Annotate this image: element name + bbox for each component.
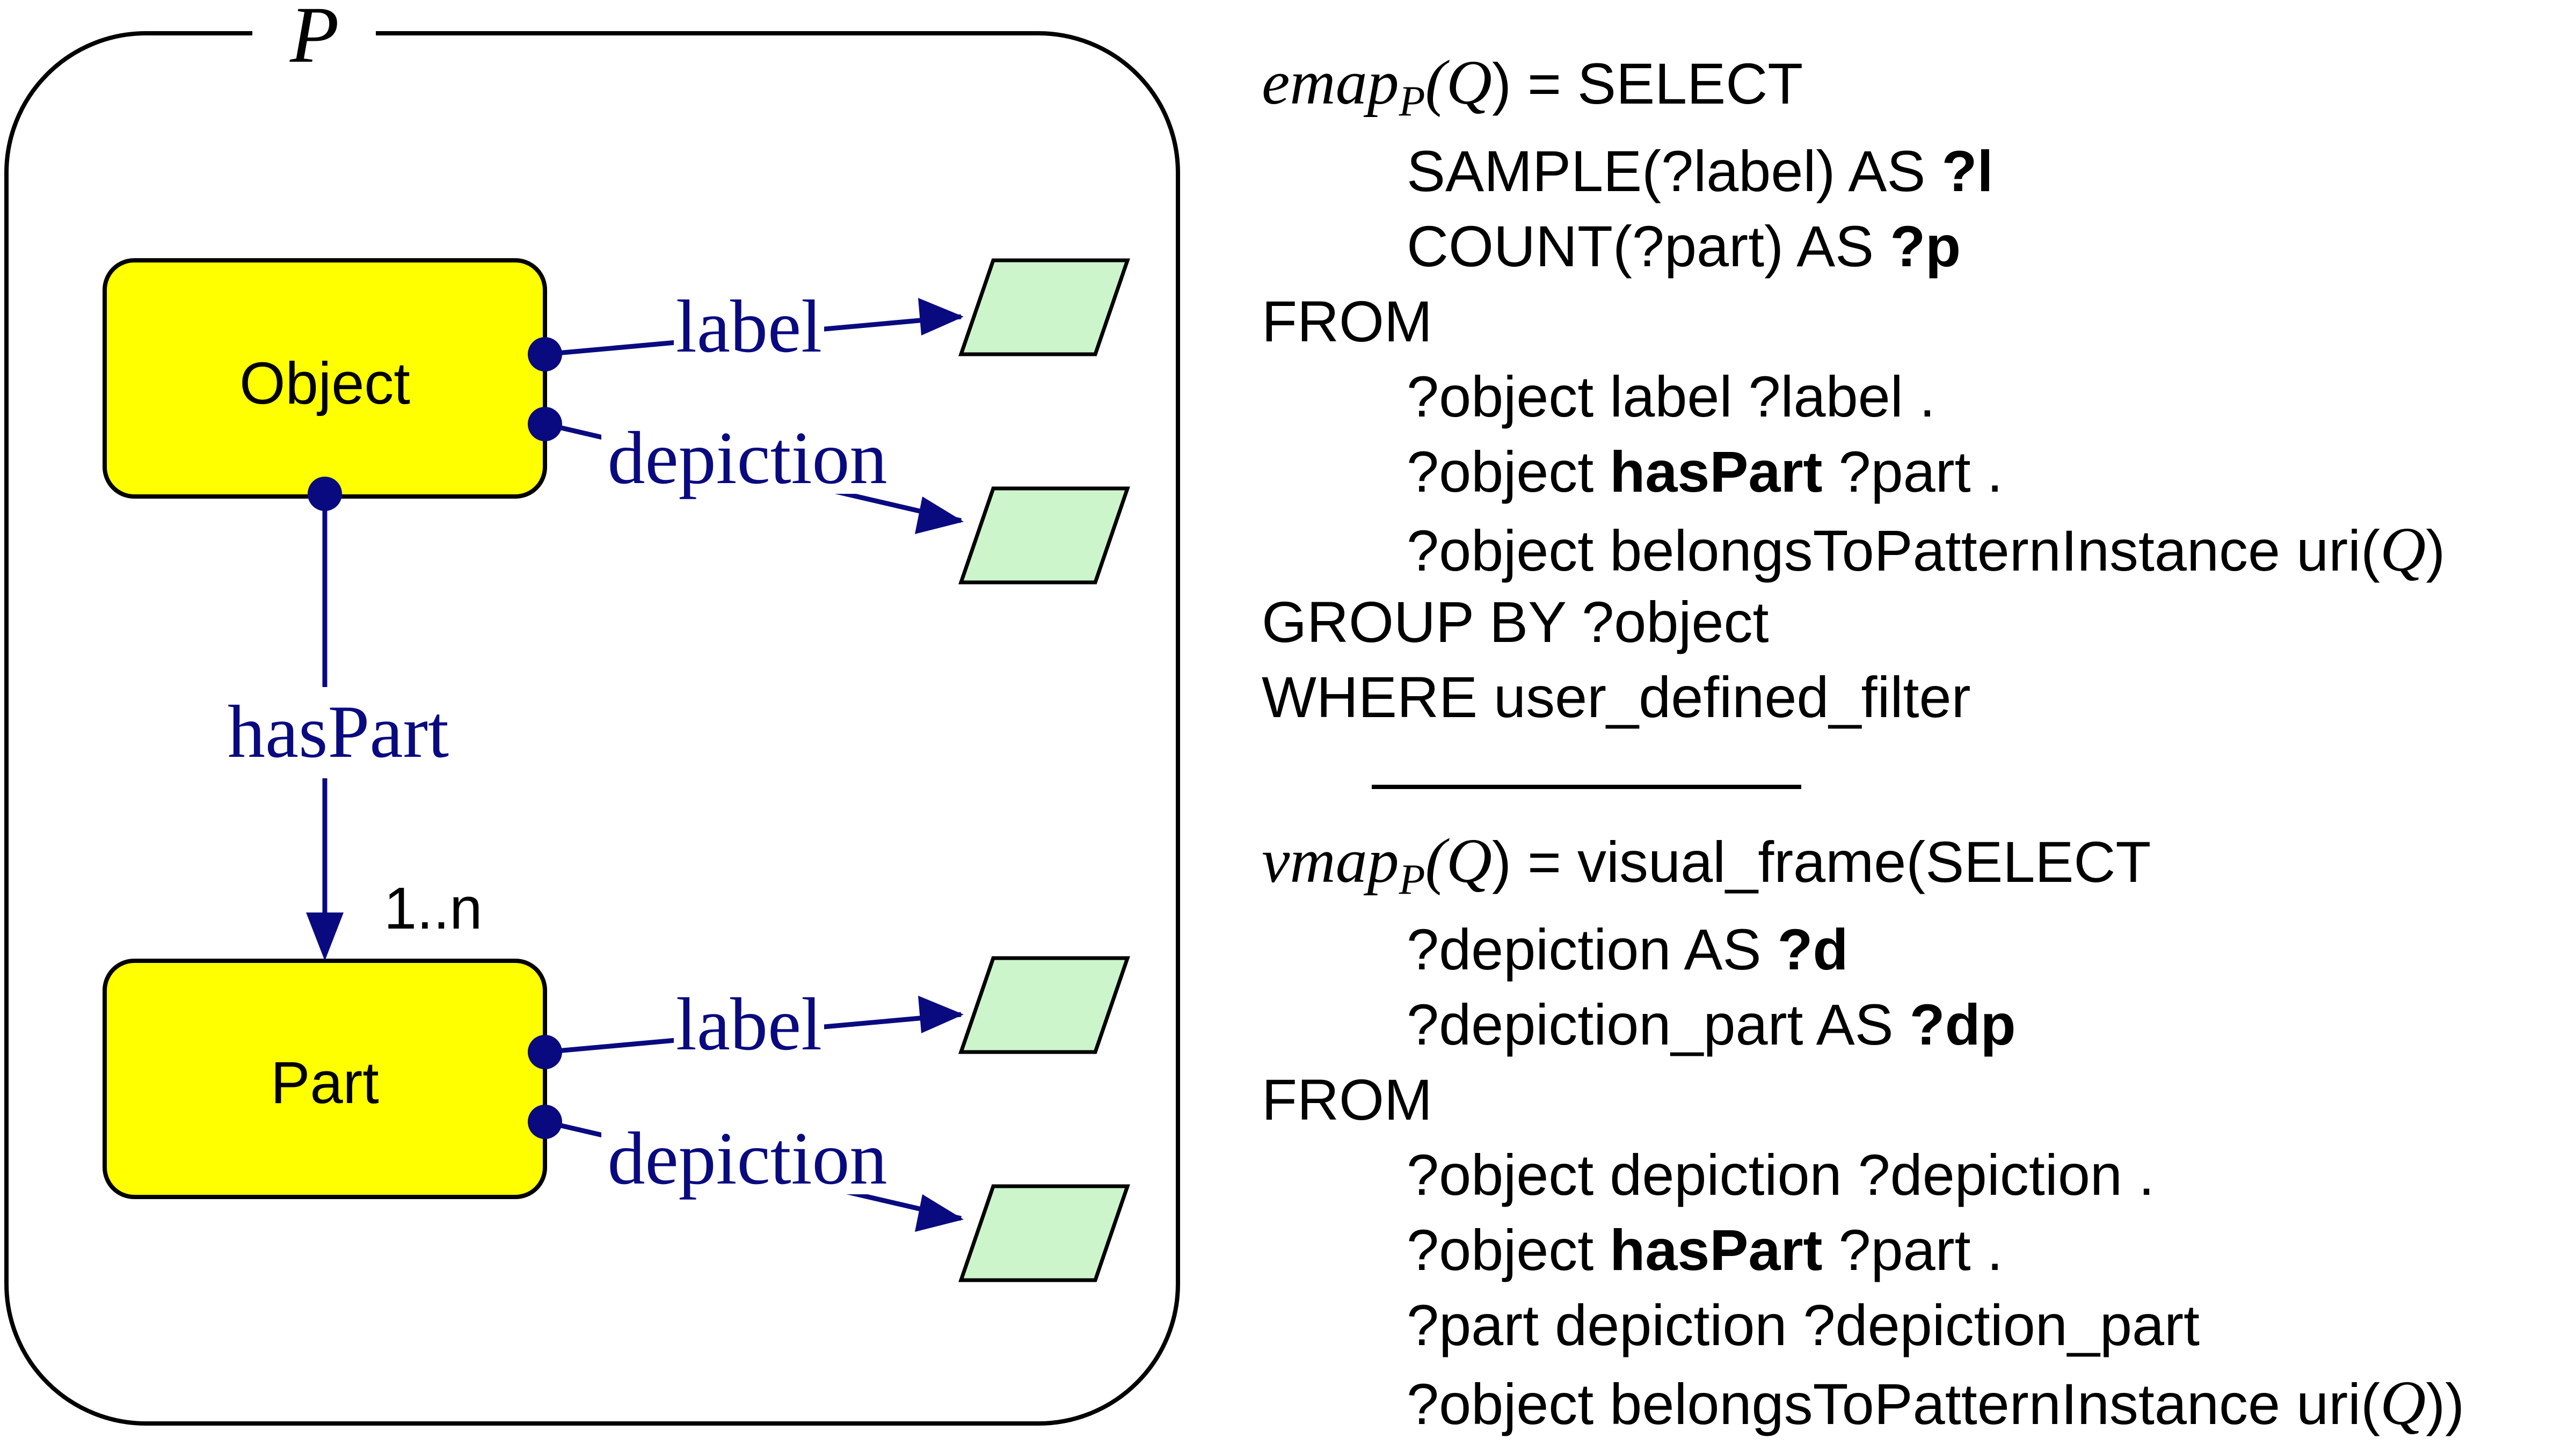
part-label-port <box>528 1035 562 1069</box>
emap-from-line-2: ?object hasPart ?part . <box>1407 439 2003 504</box>
emap-where: WHERE user_defined_filter <box>1262 665 1971 729</box>
has-part-edge-label-bg <box>207 687 470 778</box>
vmap-from-line-2: ?object hasPart ?part . <box>1407 1217 2003 1282</box>
object-label-port <box>528 337 562 371</box>
emap-function-name: emapP(Q <box>1262 47 1492 125</box>
pattern-label: P <box>289 0 339 79</box>
part-depiction-edge-label: depiction <box>608 1117 887 1200</box>
object-depiction-port <box>528 407 562 441</box>
emap-from: FROM <box>1262 289 1432 354</box>
vmap-header: vmapP(Q) = visual_frame(SELECT <box>1262 826 2151 903</box>
vmap-from-line-1: ?object depiction ?depiction . <box>1407 1142 2155 1207</box>
emap-group-by: GROUP BY ?object <box>1262 589 1769 654</box>
part-label-edge-label-bg <box>674 988 824 1057</box>
part-label-arrowhead <box>918 996 964 1033</box>
pattern-label-background <box>252 11 376 59</box>
emap-select: ) = SELECT <box>1491 51 1803 116</box>
vmap-select-line-2: ?depiction_part AS ?dp <box>1407 992 2016 1057</box>
has-part-edge-label: hasPart <box>228 690 449 773</box>
vmap-from-line-4: ?object belongsToPatternInstance uri(Q)) <box>1407 1368 2465 1438</box>
has-part-port <box>308 477 342 511</box>
object-depiction-arrowhead <box>915 496 964 534</box>
part-node-label: Part <box>271 1050 379 1116</box>
has-part-multiplicity: 1..n <box>384 875 482 941</box>
has-part-arrowhead <box>306 912 344 961</box>
vmap-from: FROM <box>1262 1067 1432 1132</box>
part-depiction-edge-label-bg <box>601 1122 894 1194</box>
query-panel: emapP(Q) = SELECT SAMPLE(?label) AS ?l C… <box>1262 0 2561 1453</box>
object-label-edge-label-bg <box>674 290 824 360</box>
emap-select-line-1: SAMPLE(?label) AS ?l <box>1407 138 1993 203</box>
part-label-literal <box>958 956 1130 1054</box>
emap-from-line-3: ?object belongsToPatternInstance uri(Q) <box>1407 514 2446 585</box>
pattern-frame <box>4 31 1180 1426</box>
query-separator <box>1372 785 1801 789</box>
object-depiction-edge-label: depiction <box>608 417 887 500</box>
part-depiction-port <box>528 1105 562 1139</box>
vmap-select-line-1: ?depiction AS ?d <box>1407 917 1849 982</box>
vmap-function-name: vmapP(Q <box>1262 826 1492 903</box>
vmap-from-line-3: ?part depiction ?depiction_part <box>1407 1293 2200 1357</box>
object-node-label: Object <box>239 351 410 417</box>
object-label-arrowhead <box>918 298 964 335</box>
part-depiction-literal <box>958 1184 1130 1282</box>
object-label-literal <box>958 258 1130 356</box>
object-label-edge-label: label <box>676 285 822 368</box>
part-depiction-arrowhead <box>915 1194 964 1232</box>
part-label-edge-label: label <box>676 983 822 1066</box>
emap-header: emapP(Q) = SELECT <box>1262 51 1803 123</box>
object-depiction-literal <box>958 486 1130 585</box>
object-depiction-edge-label-bg <box>601 421 894 494</box>
emap-from-line-1: ?object label ?label . <box>1407 364 1935 429</box>
emap-select-line-2: COUNT(?part) AS ?p <box>1407 214 1961 279</box>
vmap-select: ) = visual_frame(SELECT <box>1491 829 2151 894</box>
